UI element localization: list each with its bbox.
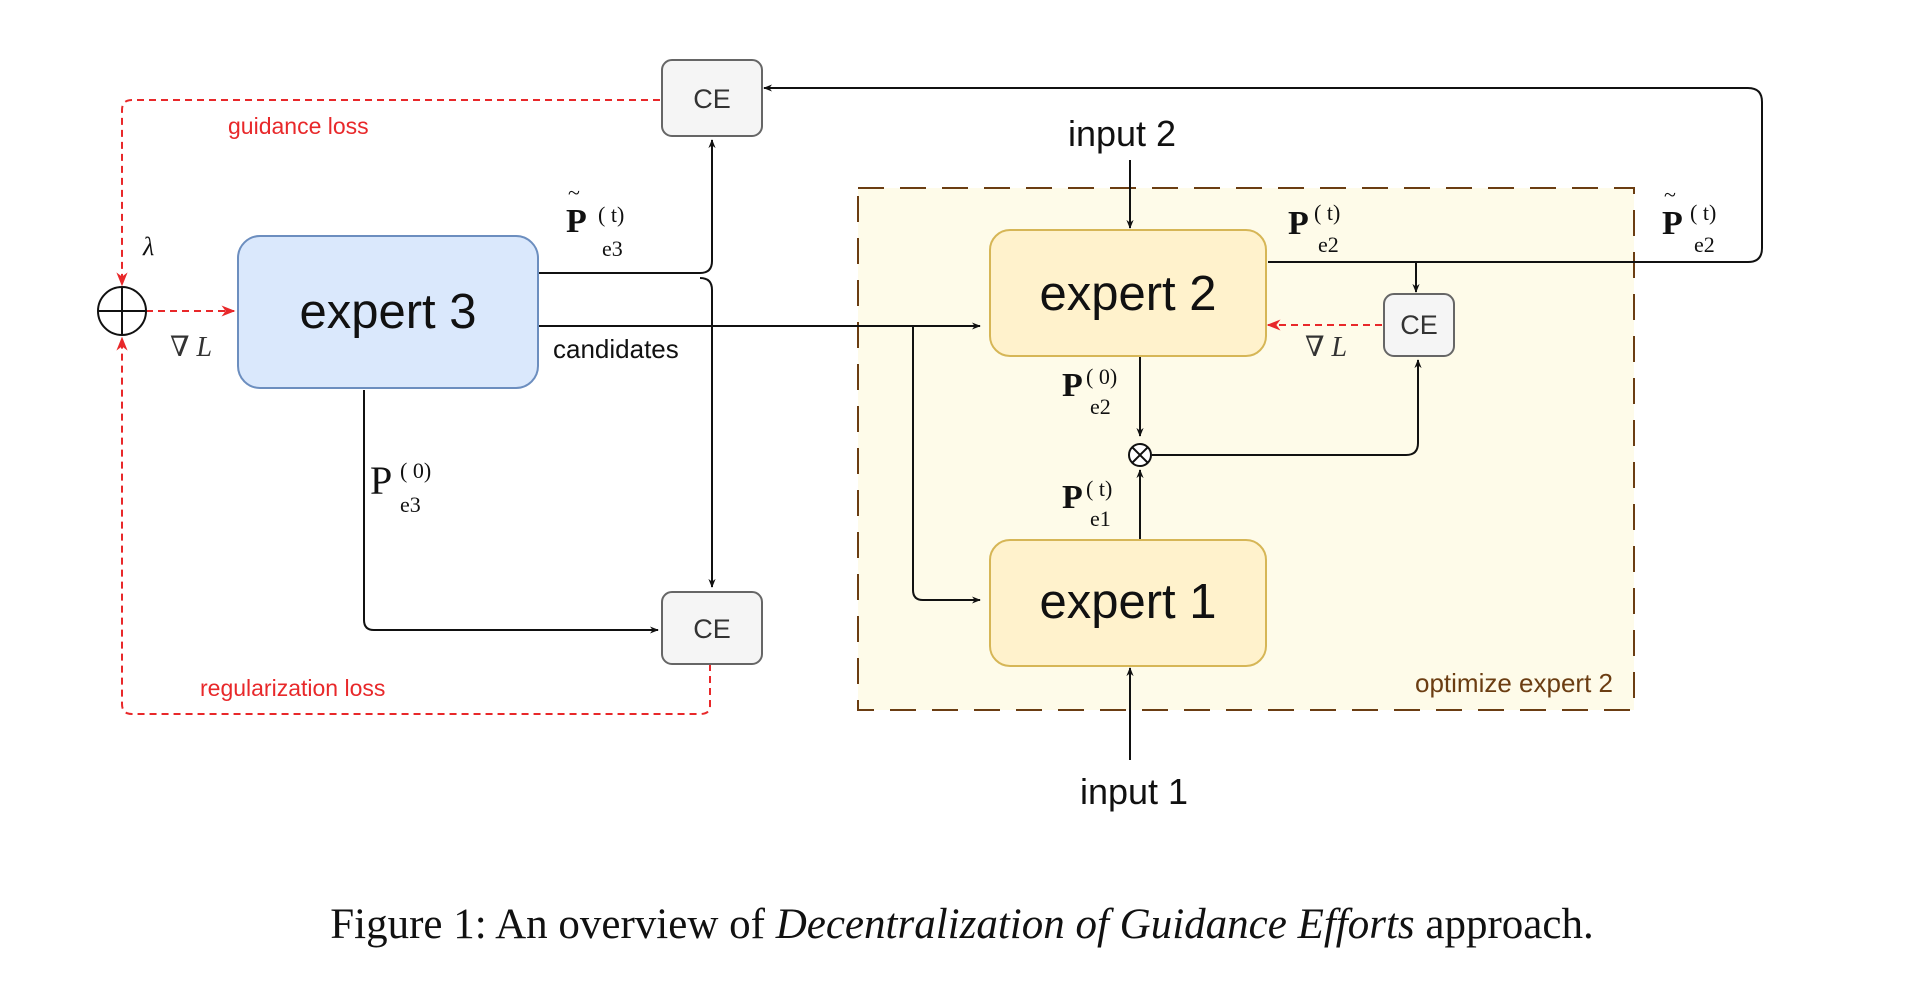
edge-otimes-to-ce-right xyxy=(1152,359,1422,456)
grad-label-left: ∇ L xyxy=(170,332,212,363)
expert1-node: expert 1 xyxy=(989,539,1267,667)
optimize-label: optimize expert 2 xyxy=(1415,668,1613,698)
sup: ( t) xyxy=(1690,200,1716,225)
input2-label: input 2 xyxy=(1068,113,1176,154)
guidance-loss-label: guidance loss xyxy=(228,113,369,139)
edge-expert2-to-ce-top xyxy=(763,84,1763,263)
math-p-e3-0: P ( 0) e3 xyxy=(370,458,431,517)
base: P xyxy=(370,458,392,503)
edge-expert3-to-ce-bottom xyxy=(699,277,716,588)
math-p-e2-t: P ( t) e2 xyxy=(1288,200,1340,257)
sub: e1 xyxy=(1090,506,1111,531)
input1-label: input 1 xyxy=(1080,771,1188,812)
ce-bottom-node: CE xyxy=(661,591,763,665)
base: P xyxy=(1062,367,1083,404)
sup: ( t) xyxy=(1086,476,1112,501)
ce-right-node: CE xyxy=(1383,293,1455,357)
edge-expert3-to-ce-top xyxy=(538,139,716,274)
expert3-node: expert 3 xyxy=(237,235,539,389)
regularization-loss-path xyxy=(116,336,711,715)
sub: e2 xyxy=(1090,394,1111,419)
sum-node xyxy=(97,286,147,336)
math-p-tilde-e2: ~ P ( t) e2 xyxy=(1662,182,1716,257)
figure-caption: Figure 1: An overview of Decentralizatio… xyxy=(0,900,1924,949)
base: P xyxy=(1288,205,1309,242)
expert1-label: expert 1 xyxy=(1039,575,1216,629)
sup: ( t) xyxy=(598,202,624,227)
math-p-tilde-e3: ~ P ( t) e3 xyxy=(566,180,624,261)
expert3-label: expert 3 xyxy=(299,285,476,339)
base: P xyxy=(566,203,587,240)
sub: e2 xyxy=(1318,232,1339,257)
edge-expert3-p0-to-ce-bottom xyxy=(363,390,659,634)
expert2-node: expert 2 xyxy=(989,229,1267,357)
base: P xyxy=(1662,205,1683,242)
expert2-label: expert 2 xyxy=(1039,267,1216,321)
sup: ( 0) xyxy=(1086,364,1117,389)
sup: ( 0) xyxy=(400,458,431,483)
guidance-loss-path xyxy=(116,99,660,287)
edge-candidates-to-expert1 xyxy=(912,326,981,604)
math-p-e2-0: P ( 0) e2 xyxy=(1062,364,1117,419)
ce-right-label: CE xyxy=(1400,310,1438,340)
caption-italic: Decentralization of Guidance Efforts xyxy=(775,901,1415,948)
sub: e3 xyxy=(400,492,421,517)
sub: e3 xyxy=(602,236,623,261)
ce-top-label: CE xyxy=(693,84,731,114)
candidates-label: candidates xyxy=(553,334,679,364)
caption-suffix: approach. xyxy=(1414,901,1594,948)
regularization-loss-label: regularization loss xyxy=(200,675,385,701)
tilde: ~ xyxy=(1664,182,1676,207)
grad-label-right: ∇ L xyxy=(1305,332,1347,363)
tilde: ~ xyxy=(568,180,580,205)
math-p-e1-t: P ( t) e1 xyxy=(1062,476,1112,531)
product-node xyxy=(1128,443,1152,467)
lambda-label: λ xyxy=(142,232,154,261)
ce-bottom-label: CE xyxy=(693,614,731,644)
sub: e2 xyxy=(1694,232,1715,257)
sup: ( t) xyxy=(1314,200,1340,225)
ce-top-node: CE xyxy=(661,59,763,137)
caption-prefix: Figure 1: An overview of xyxy=(330,901,776,948)
base: P xyxy=(1062,479,1083,516)
